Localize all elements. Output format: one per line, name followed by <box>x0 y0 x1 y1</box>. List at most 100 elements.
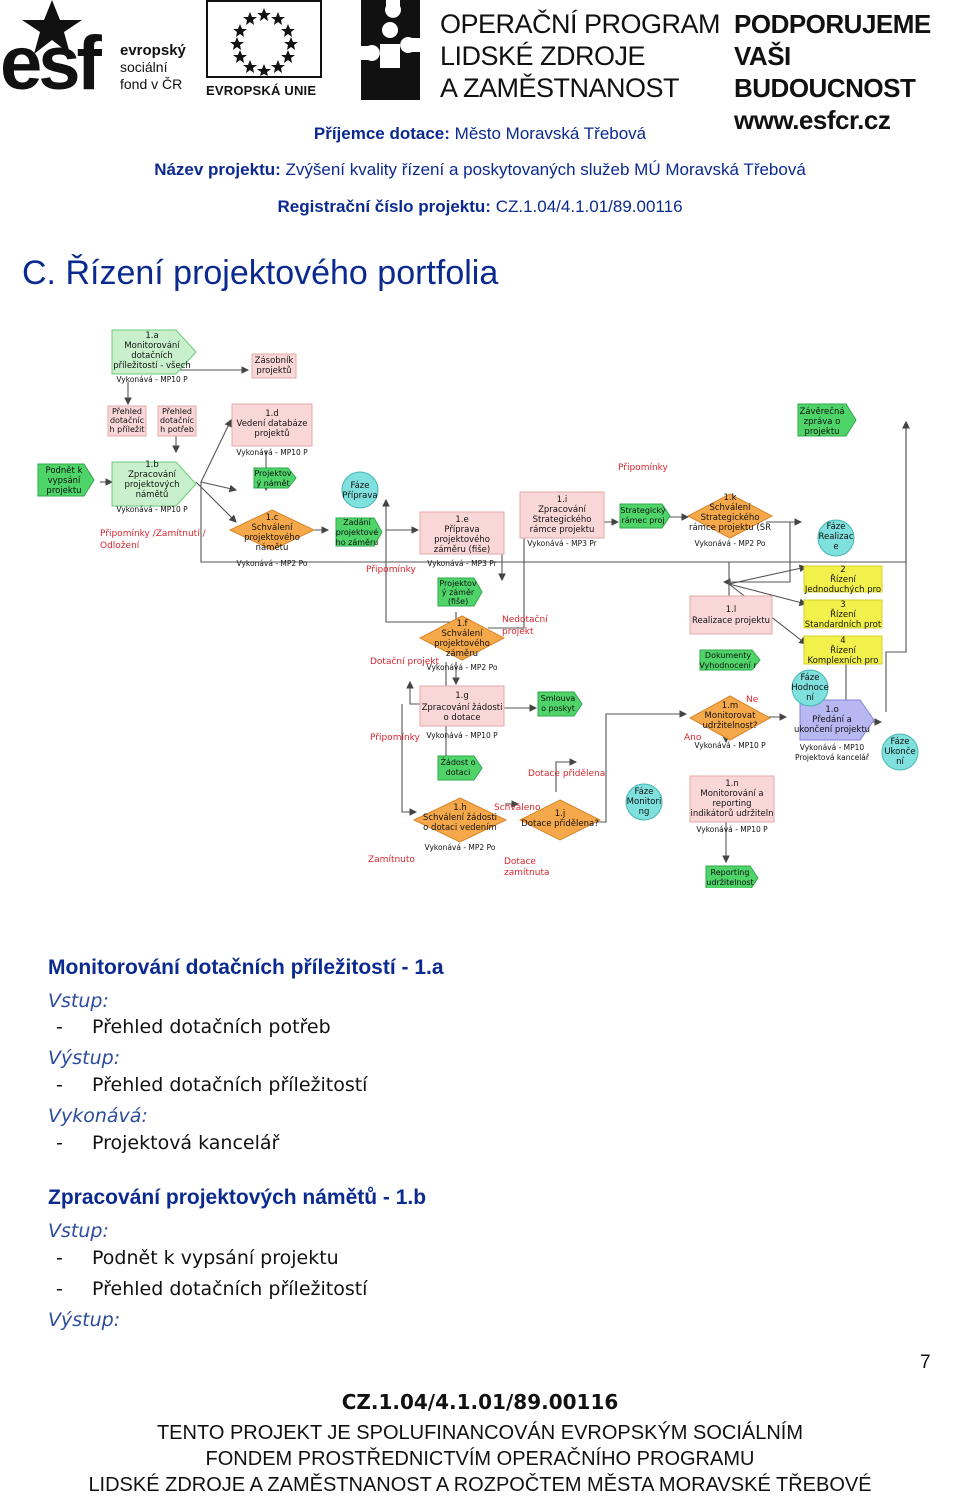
decision-1k-line2: Strategického <box>701 512 760 523</box>
footer-code: CZ.1.04/4.1.01/89.00116 <box>341 1390 619 1414</box>
doc-zasobnik-line1: Zásobník <box>255 356 294 366</box>
process-1n-num: 1.n <box>725 779 739 789</box>
decision-1k-performer: Vykonává - MP2 Po <box>695 539 766 548</box>
decision-1j: 1.j Dotace přidělena? <box>518 799 602 841</box>
decision-1j-num: 1.j <box>555 809 565 819</box>
doc-zadost-line1: Žádost o <box>440 756 475 767</box>
phase-realizace: Fáze Realizac e <box>817 519 855 557</box>
doc-strategicky-ramec: Strategický rámec proj <box>619 503 671 529</box>
level-3-num: 3 <box>840 600 845 610</box>
doc-prehled-prilezitosti-line1: Přehled <box>112 407 142 416</box>
decision-1h-line2: o dotaci vedením <box>423 823 497 833</box>
label-pripominky-zamitnuti-2: Odložení <box>100 541 140 551</box>
level-4-num: 4 <box>840 636 845 646</box>
doc-zaverecna-line3: projektu <box>804 427 839 437</box>
footer-line-2: FONDEM PROSTŘEDNICTVÍM OPERAČNÍHO PROGRA… <box>205 1448 755 1470</box>
decision-1c-line2: projektového <box>244 532 300 543</box>
phase-priprava-line2: Příprava <box>342 491 377 501</box>
label-pripominky-zamitnuti-1: Připomínky /Zamítnutí / <box>100 529 207 539</box>
doc-prehled-prilezitosti: Přehled dotačníc h příležit <box>107 405 147 437</box>
doc-podnet-line2: vypsání <box>48 476 81 486</box>
label-dotace-pridelena: Dotace přidělena <box>528 769 605 779</box>
phase-hodnoceni-line3: ní <box>806 693 814 703</box>
process-1e-num: 1.e <box>455 515 468 525</box>
doc-smlouva: Smlouva o poskyt <box>537 691 583 717</box>
decision-1f-performer: Vykonává - MP2 Po <box>427 663 498 672</box>
process-1g-line2: o dotace <box>444 713 481 723</box>
decision-1f-num: 1.f <box>456 619 468 629</box>
phase-ukonceni-line1: Fáze <box>890 737 909 747</box>
section-1a-output-label: Výstup: <box>48 1047 121 1069</box>
footer-line-1: TENTO PROJEKT JE SPOLUFINANCOVÁN EVROPSK… <box>156 1422 804 1444</box>
doc-zasobnik-line2: projektů <box>256 365 291 376</box>
process-1o-performer-2: Projektová kancelář <box>795 753 870 762</box>
decision-1m-num: 1.m <box>722 701 738 711</box>
process-1i-line1: Zpracování <box>538 505 586 515</box>
process-1n-line1: Monitorování a <box>700 789 763 799</box>
recipient-line: Příjemce dotace: Město Moravská Třebová <box>313 124 647 143</box>
eu-flag-icon <box>206 0 322 78</box>
doc-smlouva-line1: Smlouva <box>541 694 576 703</box>
process-1b-num: 1.b <box>145 460 159 470</box>
process-1a: 1.a Monitorování dotačních příležitostí … <box>111 329 197 384</box>
process-1n: 1.n Monitorování a reporting indikátorů … <box>689 775 775 834</box>
section-1a-heading: Monitorování dotačních příležitostí - 1.… <box>48 956 444 979</box>
support-slogan: PODPORUJEME VAŠI BUDOUCNOST www.esfcr.cz <box>734 9 931 135</box>
process-1a-num: 1.a <box>145 331 158 341</box>
level-3-line1: Řízení <box>830 609 856 620</box>
decision-1c-performer: Vykonává - MP2 Po <box>237 559 308 568</box>
process-1l: 1.l Realizace projektu <box>689 595 773 635</box>
label-pripominky-mid: Připomínky <box>366 565 417 575</box>
decision-1h-line1: Schválení žádosti <box>423 813 497 823</box>
doc-zadani-line3: ho záměru <box>336 538 379 547</box>
process-1e-line2: projektového <box>434 534 490 545</box>
doc-zaverecna-line1: Závěrečná <box>799 406 844 417</box>
doc-reporting-line2: udržitelnost <box>706 878 753 887</box>
process-1a-performer: Vykonává - MP10 P <box>116 375 188 384</box>
decision-1c-line3: námětu <box>256 543 289 553</box>
doc-zasobnik: Zásobník projektů <box>251 353 297 379</box>
process-1d-line2: projektů <box>254 428 289 439</box>
phase-hodnoceni-line2: Hodnoce <box>791 683 828 693</box>
decision-1k: 1.k Schválení Strategického rámce projek… <box>686 493 774 548</box>
section-1b-output-label: Výstup: <box>48 1309 121 1331</box>
doc-zadost-line2: dotaci <box>446 768 471 777</box>
esf-star-icon <box>22 0 82 54</box>
process-1d-performer: Vykonává - MP10 P <box>236 448 308 457</box>
decision-1c-line1: Schválení <box>251 523 293 533</box>
section-1a-input-item: -Přehled dotačních potřeb <box>56 1016 331 1038</box>
decision-1m: 1.m Monitorovat udržitelnost? Vykonává -… <box>688 695 772 750</box>
doc-namet-line2: ý námět <box>256 479 289 488</box>
decision-1m-performer: Vykonává - MP10 P <box>694 741 766 750</box>
process-1n-line2: reporting <box>712 799 751 809</box>
doc-zaverecna-zprava: Závěrečná zpráva o projektu <box>797 403 857 437</box>
process-1b: 1.b Zpracování projektových námětů Vykon… <box>111 460 197 514</box>
process-1e-line3: záměru (fiše) <box>434 544 490 555</box>
phase-realizace-line1: Fáze <box>826 522 845 532</box>
doc-podnet-line1: Podnět k <box>46 466 83 476</box>
level-2-line1: Řízení <box>830 574 856 585</box>
process-1g-num: 1.g <box>455 691 469 701</box>
process-1i-line3: rámce projektu <box>530 525 595 535</box>
process-1n-performer: Vykonává - MP10 P <box>696 825 768 834</box>
section-1a-input-label: Vstup: <box>48 990 109 1012</box>
registration-line: Registrační číslo projektu: CZ.1.04/4.1.… <box>277 197 683 216</box>
label-nedotacni-1: Nedotační <box>502 614 548 625</box>
phase-monitoring-line3: ng <box>639 807 650 817</box>
decision-1m-line2: udržitelnost? <box>703 721 758 731</box>
label-dotace-zamitnuta-2: zamítnuta <box>504 868 550 878</box>
decision-1f: 1.f Schválení projektového záměru Vykoná… <box>418 615 506 672</box>
section-1b-input-item-2: -Přehled dotačních příležitostí <box>56 1278 368 1300</box>
doc-prehled-potreb-line2: dotačníc <box>160 415 194 425</box>
decision-1h-performer: Vykonává - MP2 Po <box>425 843 496 852</box>
level-3-line2: Standardních prot <box>805 620 882 630</box>
process-1e: 1.e Příprava projektového záměru (fiše) … <box>419 511 505 568</box>
programme-title: OPERAČNÍ PROGRAM LIDSKÉ ZDROJE A ZAMĚSTN… <box>440 9 721 103</box>
process-1a-line3: příležitostí - všech <box>113 360 191 371</box>
doc-podnet: Podnět k vypsání projektu <box>37 463 95 497</box>
process-1d-num: 1.d <box>265 409 279 419</box>
level-2: 2 Řízení Jednoduchých pro <box>803 565 883 595</box>
decision-1c-num: 1.c <box>266 513 279 523</box>
label-pripominky-low: Připomínky <box>370 733 421 743</box>
decision-1f-line2: projektového <box>434 638 490 649</box>
